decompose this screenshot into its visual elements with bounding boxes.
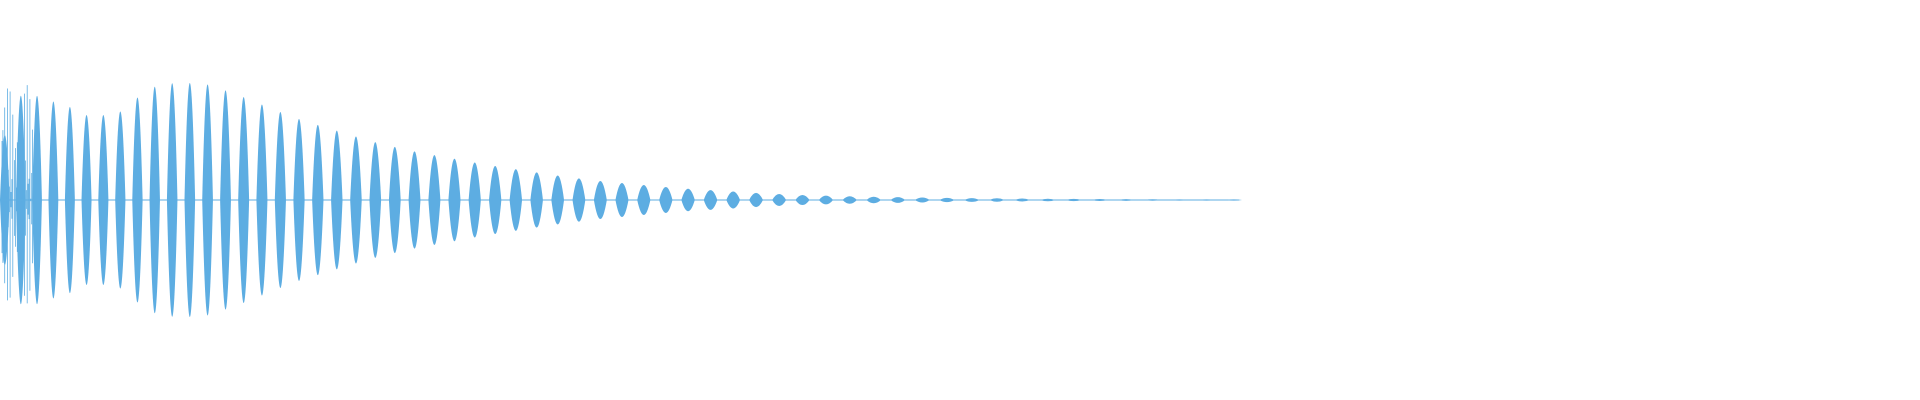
waveform-group xyxy=(0,82,1243,318)
